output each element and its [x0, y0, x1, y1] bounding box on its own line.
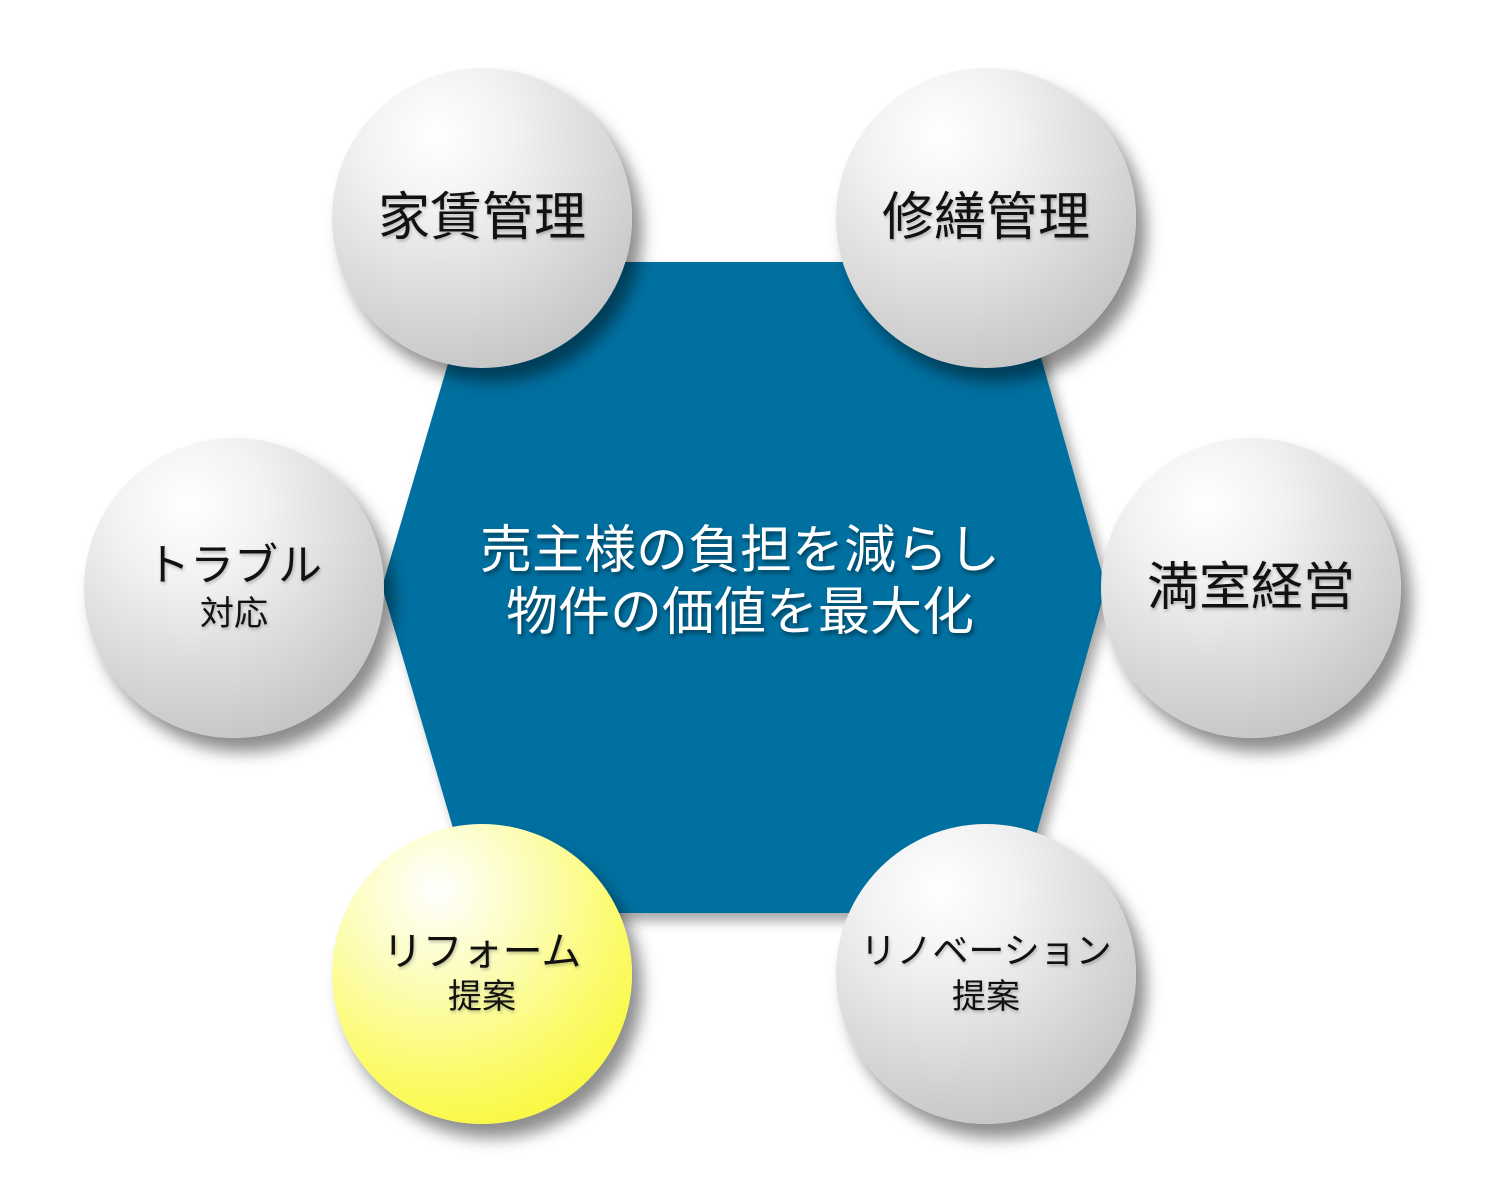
service-label-trouble-line2: 対応: [200, 594, 268, 634]
service-label-rent-management: 家賃管理: [377, 188, 586, 248]
center-hexagon: [382, 262, 1106, 913]
service-label-renovation-line1: リノベーション: [860, 931, 1112, 972]
service-label-reform-line1: リフォーム: [382, 929, 582, 975]
service-circle-repair-management: 修繕管理: [836, 68, 1136, 368]
service-circle-renovation-proposal: リノベーション 提案: [836, 824, 1136, 1124]
center-message-line1: 売主様の負担を減らし: [479, 521, 1000, 581]
service-circle-full-occupancy: 満室経営: [1101, 438, 1401, 738]
service-label-reform-line2: 提案: [448, 977, 516, 1017]
service-circle-reform-proposal: リフォーム 提案: [332, 824, 632, 1124]
center-message-line2: 物件の価値を最大化: [505, 583, 974, 643]
service-circle-trouble-response: トラブル 対応: [84, 438, 384, 738]
service-label-trouble-line1: トラブル: [146, 540, 322, 591]
center-message: 売主様の負担を減らし 物件の価値を最大化: [420, 520, 1060, 644]
service-label-renovation-line2: 提案: [952, 977, 1020, 1017]
service-label-full-occupancy: 満室経営: [1146, 558, 1355, 618]
service-label-repair-management: 修繕管理: [881, 188, 1090, 248]
service-circle-rent-management: 家賃管理: [332, 68, 632, 368]
